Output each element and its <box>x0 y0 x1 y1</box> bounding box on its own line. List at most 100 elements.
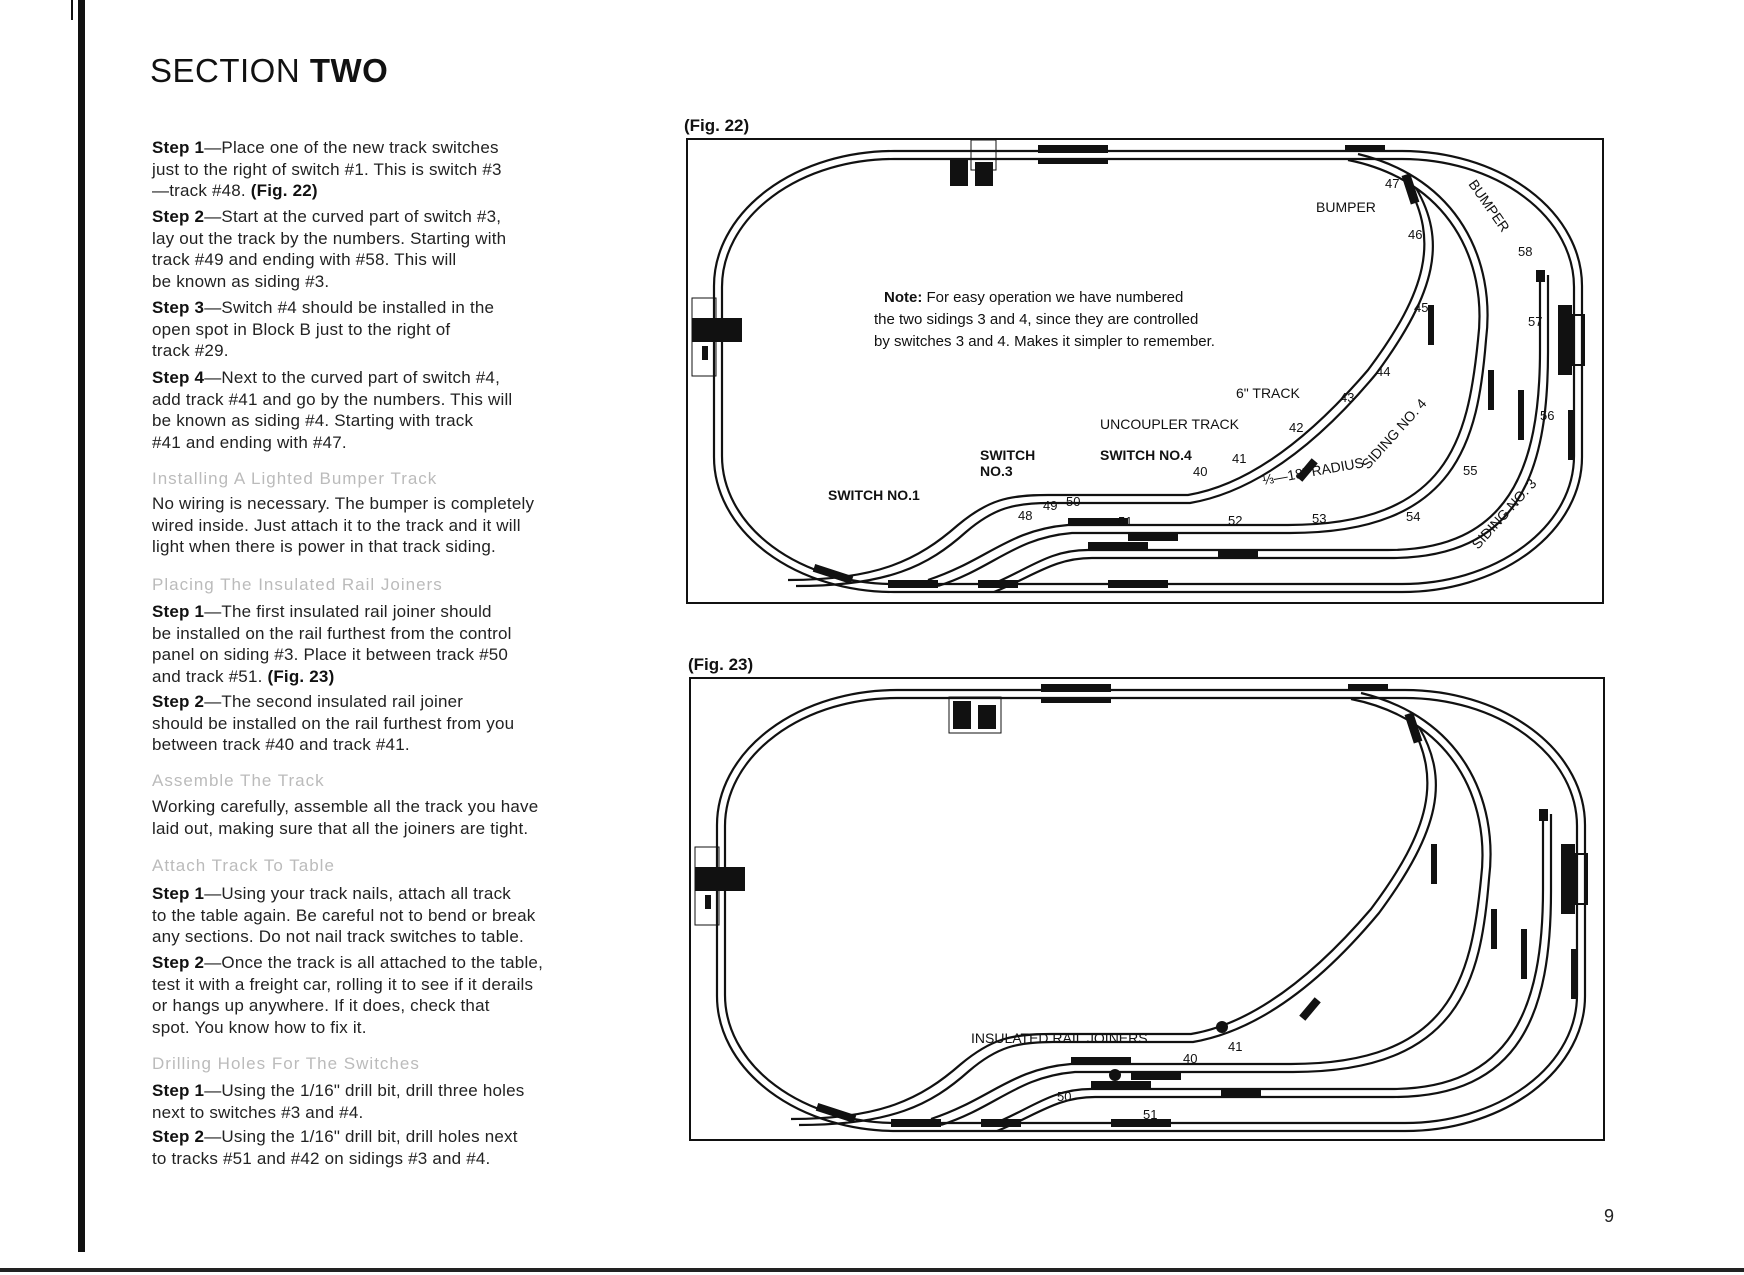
track-number: 42 <box>1289 420 1303 435</box>
text-line: test it with a freight car, rolling it t… <box>152 974 534 994</box>
track-number: 41 <box>1228 1039 1242 1054</box>
step-label: Step 2 <box>152 692 205 711</box>
note-label: Note: <box>884 289 922 306</box>
text-line: add track #41 and go by the numbers. Thi… <box>152 389 513 409</box>
control-panel <box>1558 305 1572 375</box>
track-number: 46 <box>1408 227 1422 242</box>
page-number: 9 <box>1604 1206 1615 1226</box>
track-number: 51 <box>1143 1107 1157 1122</box>
text-line: —Place one of the new track switches <box>204 138 499 157</box>
text-line: —track #48. <box>152 181 251 201</box>
transformer-icon <box>950 158 968 186</box>
section-heading: Placing The Insulated Rail Joiners <box>152 575 443 594</box>
step-block: Step 3—Switch #4 should be installed in … <box>152 297 602 362</box>
siding4-rail <box>787 184 1426 582</box>
label-switch-1: SWITCH NO.1 <box>828 487 920 503</box>
step-label: Step 2 <box>152 1127 205 1146</box>
track-number: 54 <box>1406 509 1420 524</box>
text-line: should be installed on the rail furthest… <box>152 713 515 733</box>
step-label: Step 1 <box>152 884 205 903</box>
text-line: open spot in Block B just to the right o… <box>152 319 451 339</box>
text-line: next to switches #3 and #4. <box>152 1102 364 1122</box>
middle-loop-rail-inner <box>937 152 1489 588</box>
text-line: track #49 and ending with #58. This will <box>152 250 457 270</box>
track-number: 45 <box>1414 300 1428 315</box>
outer-loop-rail-inner <box>720 157 1576 586</box>
fig23-track-drawing: INSULATED RAIL JOINERS 40 41 50 51 <box>694 684 1588 1133</box>
section-heading: Assemble The Track <box>152 771 325 790</box>
step-block: Step 2—Using the 1/16" drill bit, drill … <box>152 1126 602 1169</box>
fig22-caption: (Fig. 22) <box>684 116 750 135</box>
section-heading: Attach Track To Table <box>152 856 335 875</box>
step-label: Step 2 <box>152 953 205 972</box>
section-title: SECTION TWO <box>150 52 388 90</box>
text-line: —Once the track is all attached to the t… <box>204 953 544 972</box>
label-switch-4: SWITCH NO.4 <box>1100 447 1192 463</box>
fig-ref: (Fig. 23) <box>267 667 335 687</box>
step-label: Step 2 <box>152 207 205 226</box>
track-number: 50 <box>1057 1089 1071 1104</box>
siding3-rail-inner <box>993 275 1550 594</box>
track-number: 55 <box>1463 463 1477 478</box>
track-number: 47 <box>1385 176 1399 191</box>
track-number: 51 <box>1118 514 1132 529</box>
siding4-rail-inner <box>795 187 1434 588</box>
step-label: Step 1 <box>152 602 205 621</box>
section-prefix: SECTION <box>150 52 301 89</box>
step-label: Step 1 <box>152 138 205 157</box>
text-line: —Using the 1/16" drill bit, drill three … <box>204 1081 525 1100</box>
note-line: the two sidings 3 and 4, since they are … <box>874 311 1198 328</box>
bumper-block <box>1401 173 1420 205</box>
track-number: 44 <box>1376 364 1390 379</box>
fig22-note: Note: For easy operation we have numbere… <box>884 289 1183 306</box>
text-line: wired inside. Just attach it to the trac… <box>152 515 521 535</box>
page-bottom-edge <box>0 1268 1744 1272</box>
text-line: —The first insulated rail joiner should <box>204 602 492 621</box>
binder-mark <box>71 0 73 20</box>
step-label: Step 1 <box>152 1081 205 1100</box>
text-line: spot. You know how to fix it. <box>152 1018 367 1038</box>
text-line: —Switch #4 should be installed in the <box>204 298 495 317</box>
text-line: and track #51. <box>152 667 268 687</box>
text-line: to tracks #51 and #42 on sidings #3 and … <box>152 1148 491 1168</box>
outer-loop-rail <box>712 149 1584 594</box>
track-number: 57 <box>1528 314 1542 329</box>
text-line: #41 and ending with #47. <box>152 433 347 453</box>
text-line: be installed on the rail furthest from t… <box>152 623 512 643</box>
track-block <box>1038 145 1108 153</box>
track-number: 58 <box>1518 244 1532 259</box>
text-line: be known as siding #3. <box>152 272 330 292</box>
track-number: 52 <box>1228 513 1242 528</box>
insulated-joiner-marker <box>1216 1021 1228 1033</box>
step-block: Step 1—The first insulated rail joiner s… <box>152 601 602 688</box>
text-line: Working carefully, assemble all the trac… <box>152 797 539 816</box>
note-line: For easy operation we have numbered <box>922 289 1183 306</box>
track-number: 40 <box>1183 1051 1197 1066</box>
note-line: by switches 3 and 4. Makes it simpler to… <box>874 333 1215 350</box>
step-block: Step 2—Once the track is all attached to… <box>152 952 602 1039</box>
insulated-joiner-marker <box>1109 1069 1121 1081</box>
step-block: Step 2—The second insulated rail joiner … <box>152 691 602 756</box>
text-line: —The second insulated rail joiner <box>204 692 464 711</box>
text-line: No wiring is necessary. The bumper is co… <box>152 494 535 513</box>
text-line: track #29. <box>152 341 229 361</box>
binder-edge <box>78 0 85 1252</box>
step-label: Step 3 <box>152 298 205 317</box>
text-line: lay out the track by the numbers. Starti… <box>152 228 507 248</box>
middle-loop-rail <box>927 158 1481 582</box>
track-number: 50 <box>1066 494 1080 509</box>
section-number: TWO <box>309 52 389 89</box>
section-heading: Installing A Lighted Bumper Track <box>152 469 438 488</box>
power-pack <box>692 318 742 342</box>
step-block: Step 2—Start at the curved part of switc… <box>152 206 602 293</box>
step-block: Step 4—Next to the curved part of switch… <box>152 367 602 454</box>
text-line: between track #40 and track #41. <box>152 735 410 755</box>
assemble-paragraph: Working carefully, assemble all the trac… <box>152 796 602 839</box>
text-line: —Using the 1/16" drill bit, drill holes … <box>204 1127 518 1146</box>
step-label: Step 4 <box>152 368 205 387</box>
text-line: be known as siding #4. Starting with tra… <box>152 411 474 431</box>
step-block: Step 1—Place one of the new track switch… <box>152 137 602 202</box>
label-bumper: BUMPER <box>1316 199 1376 215</box>
text-line: laid out, making sure that all the joine… <box>152 818 529 838</box>
track-number: 56 <box>1540 408 1554 423</box>
